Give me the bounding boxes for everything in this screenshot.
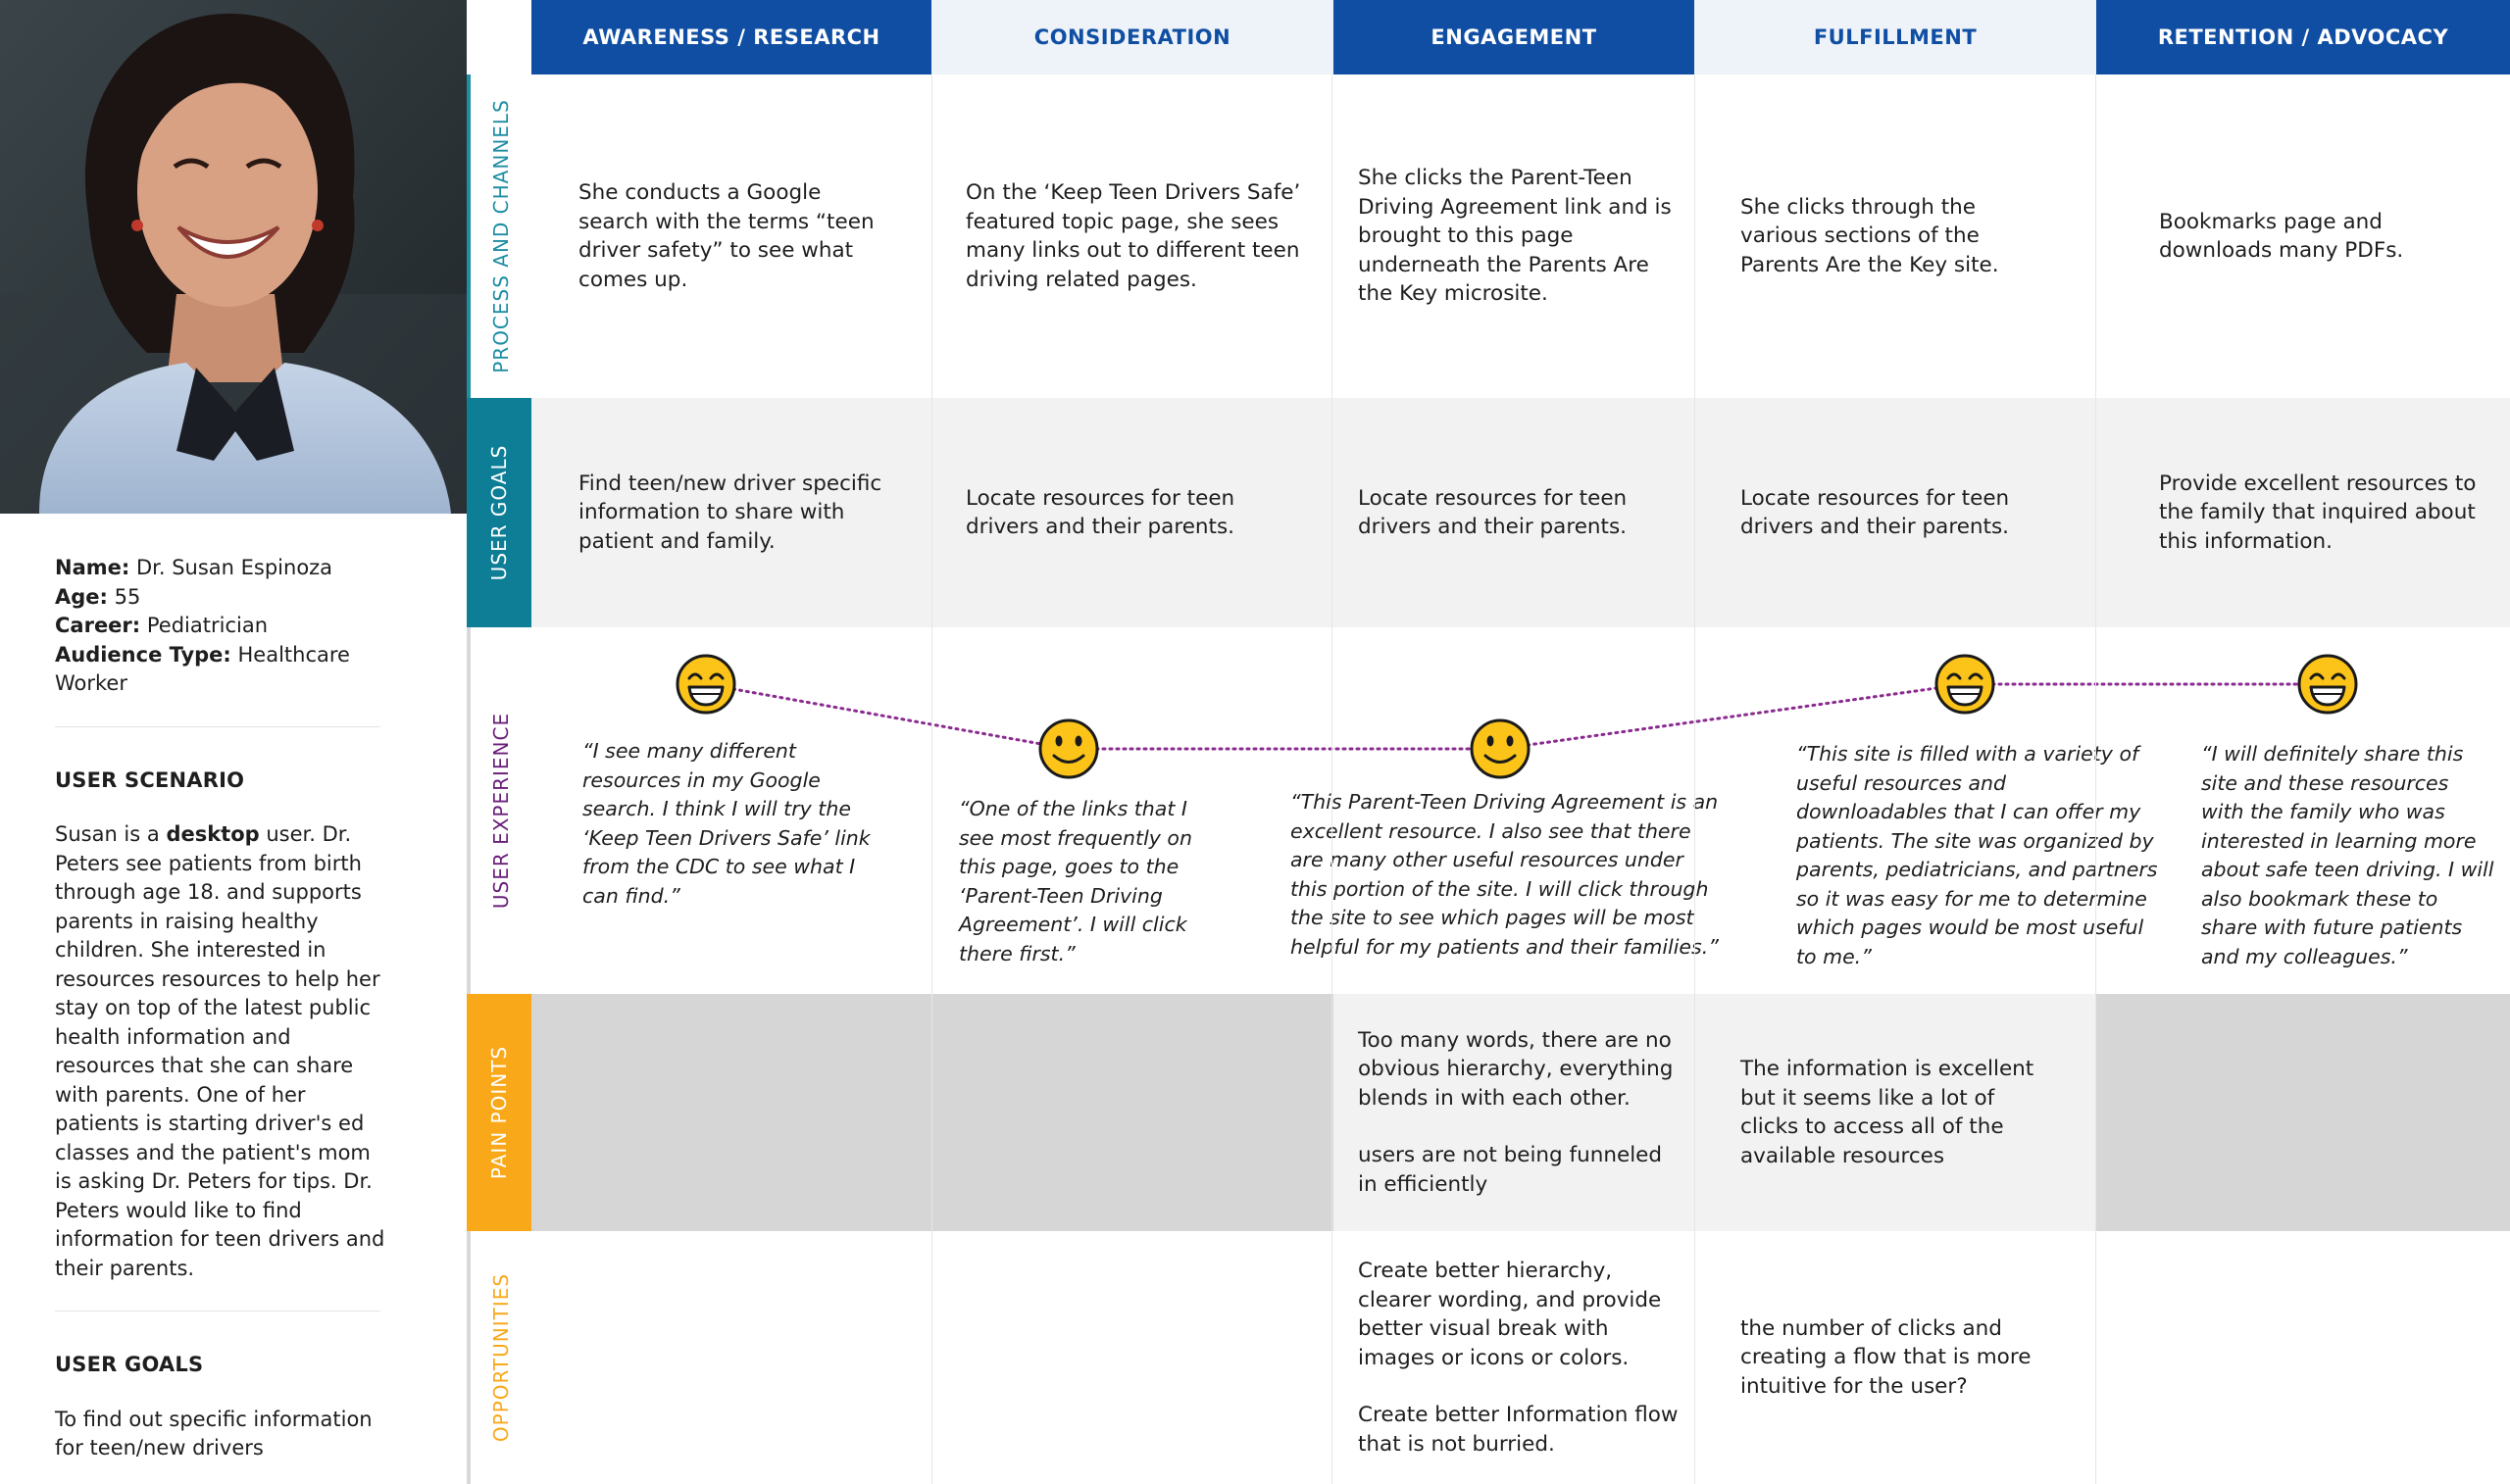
process-cell: She clicks through the various sections … bbox=[1740, 194, 1999, 277]
persona-name: Name: Dr. Susan Espinoza bbox=[55, 556, 333, 579]
process-cell: She conducts a Google search with the te… bbox=[578, 180, 875, 292]
category-label: OPPORTUNITIES bbox=[489, 1272, 513, 1443]
persona-age: Age: 55 bbox=[55, 584, 141, 609]
category-pain-points: PAIN POINTS bbox=[467, 994, 531, 1231]
row-process-and-channels: She conducts a Google search with the te… bbox=[531, 74, 2510, 398]
process-cell: On the ‘Keep Teen Drivers Safe’ featured… bbox=[966, 180, 1301, 292]
opportunity-cell: the number of clicks and creating a flow… bbox=[1740, 1315, 2032, 1399]
experience-journey-line bbox=[676, 654, 2358, 779]
stage-header-awareness: AWARENESS / RESEARCH bbox=[531, 0, 931, 74]
category-label: USER GOALS bbox=[487, 444, 511, 581]
user-scenario-text: Susan is a desktop user. Dr. Peters see … bbox=[55, 822, 385, 1280]
pain-point-cell: Too many words, there are no obvious hie… bbox=[1358, 1027, 1674, 1197]
experience-quote: “One of the links that I see most freque… bbox=[959, 797, 1192, 965]
category-label: USER EXPERIENCE bbox=[489, 712, 513, 910]
persona-portrait-image bbox=[0, 0, 467, 514]
experience-quote: “This site is filled with a variety of u… bbox=[1796, 742, 2158, 968]
goal-cell: Locate resources for teen drivers and th… bbox=[966, 485, 1235, 540]
row-opportunities: Create better hierarchy, clearer wording… bbox=[531, 1231, 2510, 1484]
column-divider bbox=[931, 74, 932, 1484]
column-divider bbox=[1331, 74, 1332, 1484]
persona-panel: Name: Dr. Susan Espinoza Age: 55 Career:… bbox=[0, 0, 467, 1484]
process-cell: Bookmarks page and downloads many PDFs. bbox=[2159, 209, 2404, 264]
stage-header-retention: RETENTION / ADVOCACY bbox=[2096, 0, 2510, 74]
stage-header-consideration: CONSIDERATION bbox=[931, 0, 1333, 74]
goal-cell: Find teen/new driver specific informatio… bbox=[578, 470, 882, 554]
column-divider bbox=[2095, 74, 2096, 1484]
category-user-goals: USER GOALS bbox=[467, 398, 531, 627]
persona-audience-type: Audience Type: Healthcare Worker bbox=[55, 642, 350, 696]
experience-quote: “This Parent-Teen Driving Agreement is a… bbox=[1290, 790, 1719, 959]
goal-cell: Locate resources for teen drivers and th… bbox=[1740, 485, 2010, 540]
journey-connector bbox=[704, 682, 1071, 751]
smile-emoji-icon bbox=[1038, 718, 1099, 779]
big-grin-emoji-icon bbox=[676, 654, 736, 715]
user-goals-text: To find out specific information for tee… bbox=[55, 1407, 373, 1460]
goal-cell: Locate resources for teen drivers and th… bbox=[1358, 485, 1628, 540]
category-user-experience: USER EXPERIENCE bbox=[467, 627, 531, 994]
category-label: PROCESS AND CHANNELS bbox=[489, 99, 513, 373]
experience-quote: “I see many different resources in my Go… bbox=[582, 739, 871, 908]
column-divider bbox=[1694, 74, 1695, 1484]
goal-cell: Provide excellent resources to the famil… bbox=[2159, 470, 2477, 554]
pain-points-highlight bbox=[1333, 994, 2096, 1231]
persona-photo bbox=[0, 0, 467, 514]
big-grin-emoji-icon bbox=[1934, 654, 1995, 715]
experience-quote: “I will definitely share this site and t… bbox=[2201, 742, 2494, 968]
persona-details: Name: Dr. Susan Espinoza Age: 55 Career:… bbox=[55, 554, 408, 1463]
row-user-experience: “I see many different resources in my Go… bbox=[531, 627, 2510, 994]
row-user-goals: Find teen/new driver specific informatio… bbox=[531, 398, 2510, 627]
category-opportunities: OPPORTUNITIES bbox=[467, 1231, 531, 1484]
smile-emoji-icon bbox=[1470, 718, 1531, 779]
persona-career: Career: Pediatrician bbox=[55, 614, 269, 637]
journey-connector bbox=[1498, 682, 1967, 751]
opportunity-cell: Create better hierarchy, clearer wording… bbox=[1358, 1259, 1679, 1457]
user-scenario-heading: USER SCENARIO bbox=[55, 767, 245, 792]
user-goals-heading: USER GOALS bbox=[55, 1353, 204, 1376]
stage-header-fulfillment: FULFILLMENT bbox=[1694, 0, 2096, 74]
category-process-and-channels: PROCESS AND CHANNELS bbox=[467, 74, 531, 398]
big-grin-emoji-icon bbox=[2297, 654, 2358, 715]
category-label: PAIN POINTS bbox=[487, 1045, 511, 1180]
row-pain-points: Too many words, there are no obvious hie… bbox=[531, 994, 2510, 1231]
pain-point-cell: The information is excellent but it seem… bbox=[1740, 1057, 2034, 1168]
stage-header-engagement: ENGAGEMENT bbox=[1333, 0, 1694, 74]
process-cell: She clicks the Parent-Teen Driving Agree… bbox=[1358, 166, 1672, 307]
divider bbox=[55, 725, 380, 727]
